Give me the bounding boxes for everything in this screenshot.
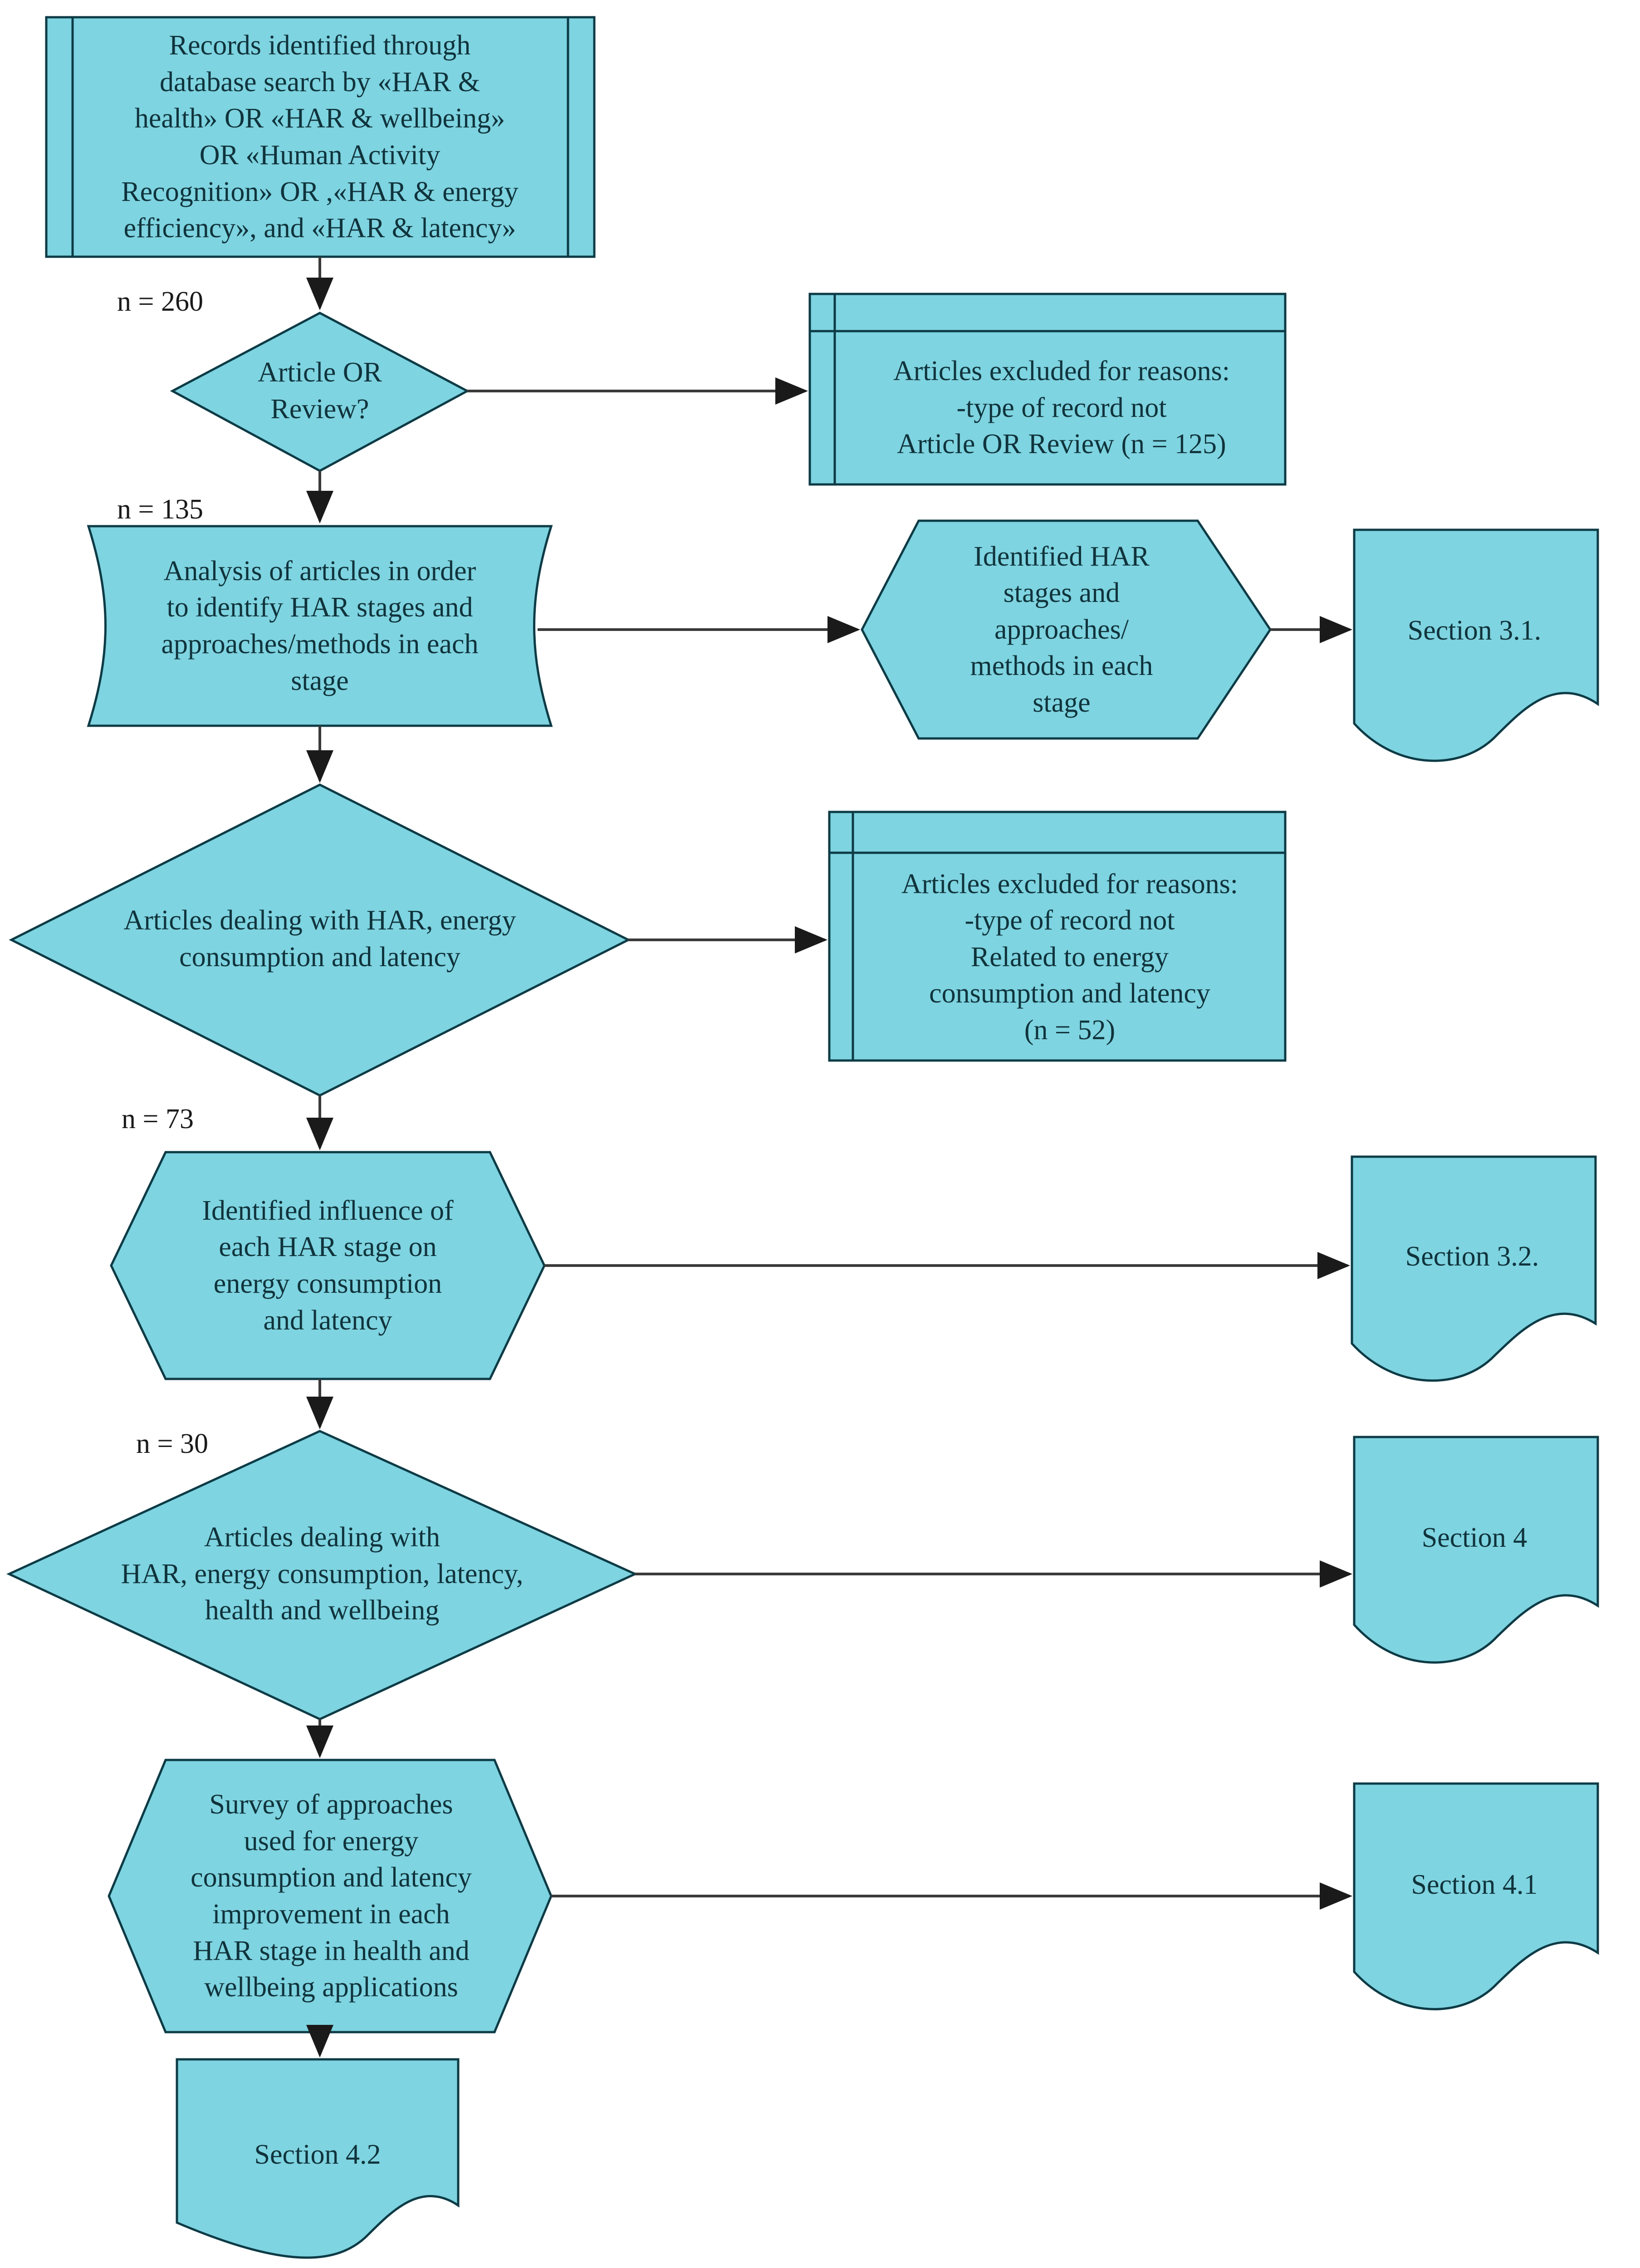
node-records-shape [45, 16, 596, 258]
node-excluded-2-shape [828, 811, 1287, 1062]
node-decision-energy-latency-shape [9, 783, 631, 1097]
node-section-4-1-shape [1353, 1782, 1599, 2010]
node-section-4-2-shape [176, 2058, 460, 2259]
node-excluded-1-shape [808, 293, 1287, 486]
node-section-3-2-shape [1351, 1155, 1597, 1382]
node-decision-health-wellbeing-shape [6, 1430, 638, 1721]
node-identified-har-stages-shape [861, 519, 1272, 740]
node-identified-influence-shape [110, 1151, 546, 1380]
node-section-4-shape [1353, 1436, 1599, 1664]
edge-label-n-30: n = 30 [136, 1428, 208, 1459]
node-analysis-articles-shape [87, 525, 553, 727]
node-decision-article-review-shape [170, 312, 470, 472]
edge-label-n-260: n = 260 [117, 286, 203, 317]
node-survey-approaches-shape [108, 1759, 553, 2033]
edge-label-n-73: n = 73 [122, 1104, 194, 1134]
edge-label-n-135: n = 135 [117, 494, 203, 525]
node-section-3-1-shape [1353, 528, 1599, 762]
